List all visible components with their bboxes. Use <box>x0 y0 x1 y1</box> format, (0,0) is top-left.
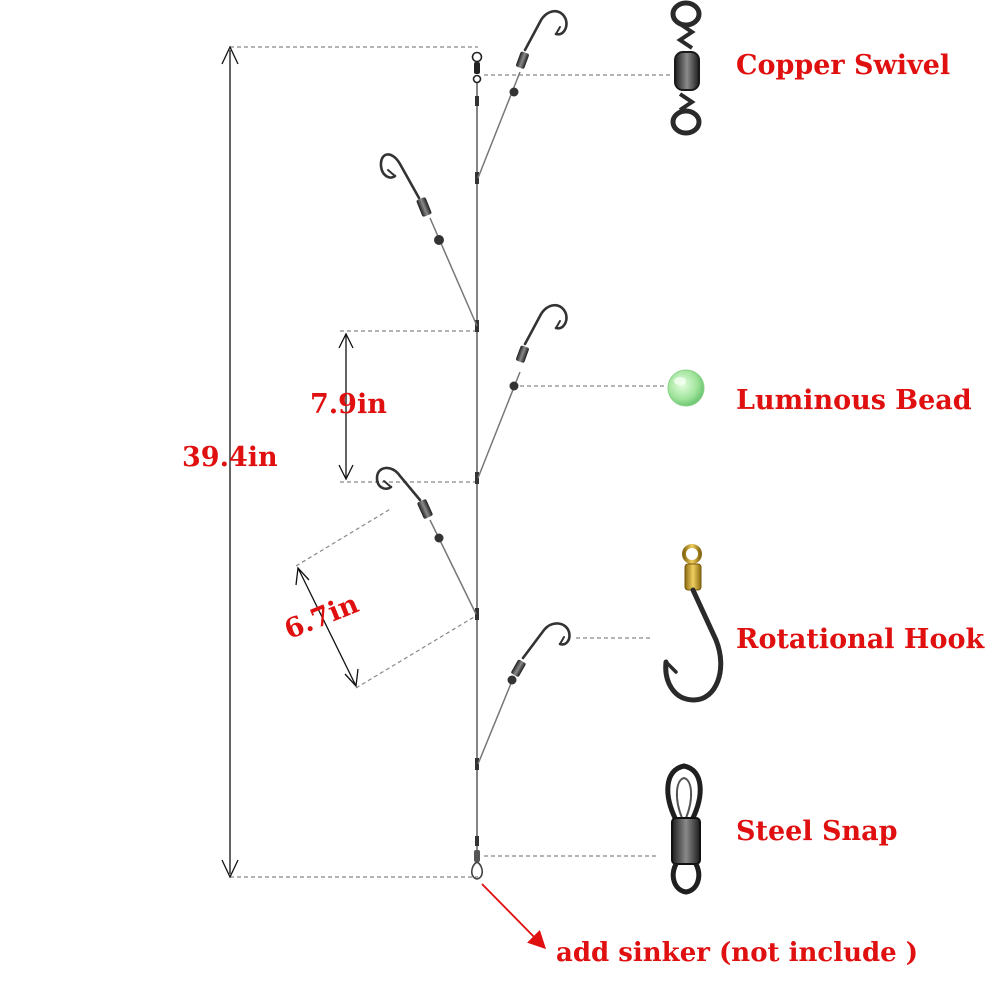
branch-hook-4 <box>375 466 477 615</box>
dimension-total-length <box>221 45 478 879</box>
branch-hook-3 <box>477 303 568 479</box>
sinker-note: add sinker (not include ) <box>556 938 919 968</box>
luminous-bead-illustration <box>667 369 705 407</box>
dimension-branch-spacing <box>338 330 476 483</box>
label-rotational-hook: Rotational Hook <box>736 624 985 655</box>
part-leader-lines <box>484 74 670 857</box>
branch-hook-5 <box>477 622 571 765</box>
branch-hook-1 <box>477 9 568 179</box>
copper-swivel-illustration <box>670 0 702 136</box>
rig-top-swivel <box>471 51 483 84</box>
rig-bottom-snap <box>470 850 484 880</box>
branch-hook-2 <box>379 153 478 327</box>
main-line <box>475 82 479 856</box>
label-steel-snap: Steel Snap <box>736 816 898 847</box>
steel-snap-illustration <box>665 763 703 895</box>
dimension-branch-length <box>295 507 475 689</box>
dimension-label-branch-spacing: 7.9in <box>310 389 387 420</box>
dimension-label-total-length: 39.4in <box>182 442 278 473</box>
label-luminous-bead: Luminous Bead <box>736 385 972 416</box>
label-copper-swivel: Copper Swivel <box>736 50 951 81</box>
sinker-arrow <box>481 883 547 950</box>
rotational-hook-illustration <box>663 544 724 703</box>
